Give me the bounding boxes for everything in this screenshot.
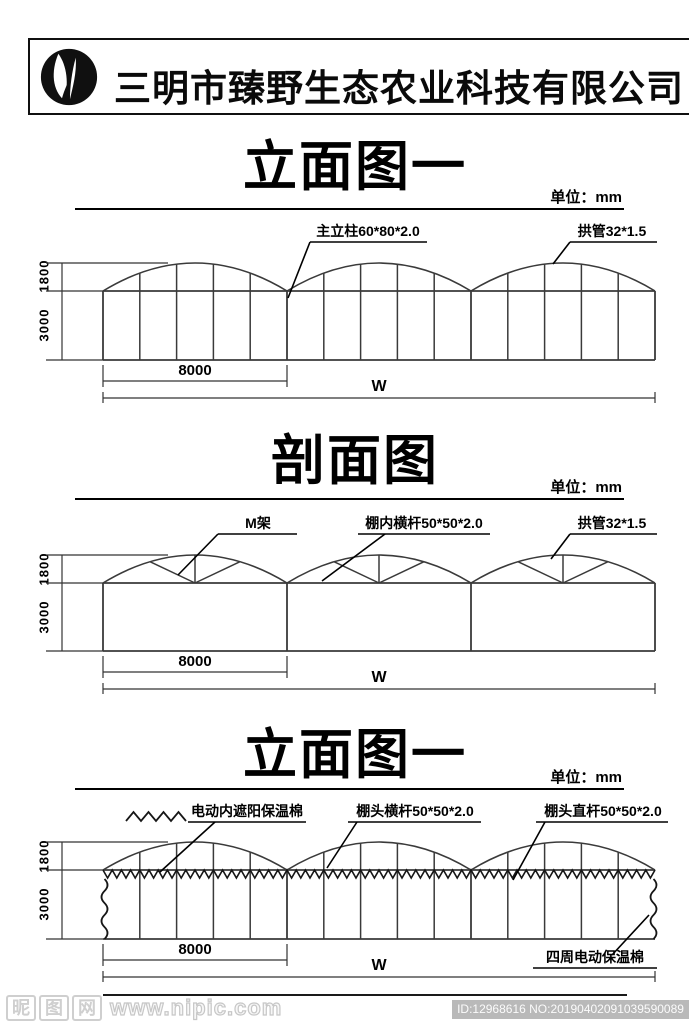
cross-section-drawing xyxy=(46,533,657,694)
section3-rule xyxy=(75,788,624,790)
dim-bay-width-3: 8000 xyxy=(178,941,212,958)
annotation-main-post: 主立柱60*80*2.0 xyxy=(316,223,420,239)
annotation-arch-pipe-2: 拱管32*1.5 xyxy=(577,515,647,531)
annotation-inner-crossbar: 棚内横杆50*50*2.0 xyxy=(365,515,483,531)
section3-unit-label: 单位：mm xyxy=(550,769,622,786)
dim-total-width-3: W xyxy=(371,957,387,974)
watermark-char: 昵 xyxy=(6,995,36,1021)
section3-title: 立面图一 xyxy=(243,725,467,785)
dim-total-width-2: W xyxy=(371,669,387,686)
section2-title: 剖面图 xyxy=(271,431,439,491)
annotation-perimeter-quilt: 四周电动保温棉 xyxy=(546,949,644,965)
company-logo-leaf-icon xyxy=(40,48,98,106)
dim-total-width: W xyxy=(371,378,387,395)
section2-unit-label: 单位：mm xyxy=(550,479,622,496)
annotation-arch-pipe: 拱管32*1.5 xyxy=(577,223,647,239)
annotation-gable-crossbar: 棚头横杆50*50*2.0 xyxy=(356,803,474,819)
elevation-drawing-1 xyxy=(46,241,657,403)
dim-bay-width-2: 8000 xyxy=(178,653,212,670)
image-id-text: ID:12968616 NO:20190402091039590089 xyxy=(457,1002,684,1016)
watermark-logo: 昵 图 网 xyxy=(6,995,102,1021)
header-box: 三明市臻野生态农业科技有限公司 xyxy=(28,38,689,115)
elevation-drawing-2 xyxy=(46,810,668,982)
annotation-m-frame: M架 xyxy=(245,515,271,531)
company-name: 三明市臻野生态农业科技有限公司 xyxy=(114,68,684,109)
section1-rule xyxy=(75,208,624,210)
footer-divider-line xyxy=(103,994,627,996)
watermark-char: 网 xyxy=(72,995,102,1021)
image-id-bar: ID:12968616 NO:20190402091039590089 xyxy=(452,1000,689,1019)
watermark-url: www.nipic.com xyxy=(109,994,283,1020)
watermark-char: 图 xyxy=(39,995,69,1021)
annotation-gable-upright: 棚头直杆50*50*2.0 xyxy=(544,803,662,819)
section1-title: 立面图一 xyxy=(243,137,467,197)
dim-bay-width: 8000 xyxy=(178,362,212,379)
annotation-inner-shade-quilt: 电动内遮阳保温棉 xyxy=(191,803,303,819)
section2-rule xyxy=(75,498,624,500)
section1-unit-label: 单位：mm xyxy=(550,189,622,206)
